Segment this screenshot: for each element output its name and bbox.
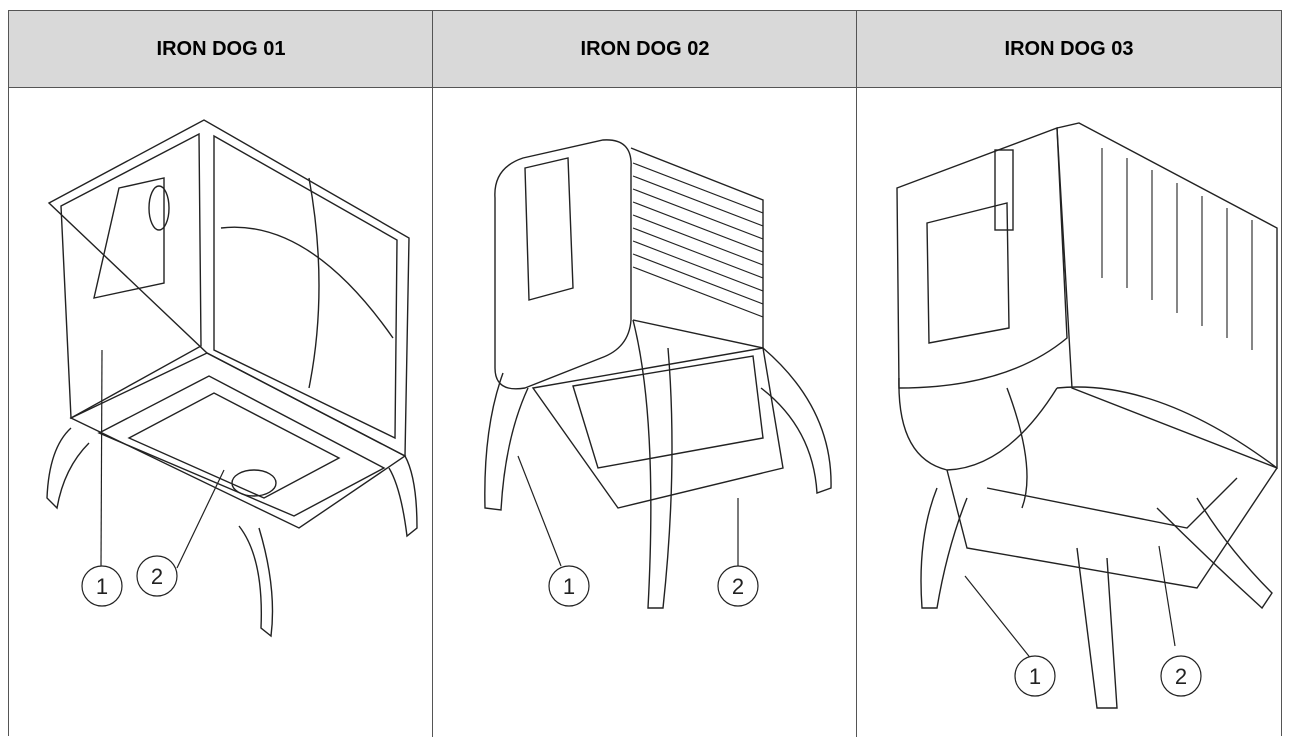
stove-comparison-table: IRON DOG 01 IRON DOG 02 IRON DOG 03 bbox=[8, 10, 1282, 737]
column-title-2: IRON DOG 02 bbox=[580, 37, 710, 60]
column-title-1: IRON DOG 01 bbox=[156, 37, 286, 60]
stove-drawing-1: 1 2 bbox=[9, 88, 432, 737]
callout-1: 1 bbox=[1014, 655, 1056, 697]
callout-2: 2 bbox=[136, 555, 178, 597]
stove-drawing-3: 1 2 bbox=[857, 88, 1281, 737]
callout-1: 1 bbox=[81, 565, 123, 607]
stove-drawing-2: 1 2 bbox=[433, 88, 856, 737]
column-divider bbox=[432, 11, 433, 737]
callout-2: 2 bbox=[1160, 655, 1202, 697]
svg-text:2: 2 bbox=[151, 564, 163, 589]
svg-text:2: 2 bbox=[1175, 664, 1187, 689]
callout-1: 1 bbox=[548, 565, 590, 607]
column-title-3: IRON DOG 03 bbox=[1004, 37, 1134, 60]
svg-text:1: 1 bbox=[1029, 664, 1041, 689]
header-row: IRON DOG 01 IRON DOG 02 IRON DOG 03 bbox=[9, 11, 1281, 88]
svg-text:1: 1 bbox=[563, 574, 575, 599]
callout-2: 2 bbox=[717, 565, 759, 607]
column-divider bbox=[856, 11, 857, 737]
svg-text:2: 2 bbox=[732, 574, 744, 599]
svg-text:1: 1 bbox=[96, 574, 108, 599]
